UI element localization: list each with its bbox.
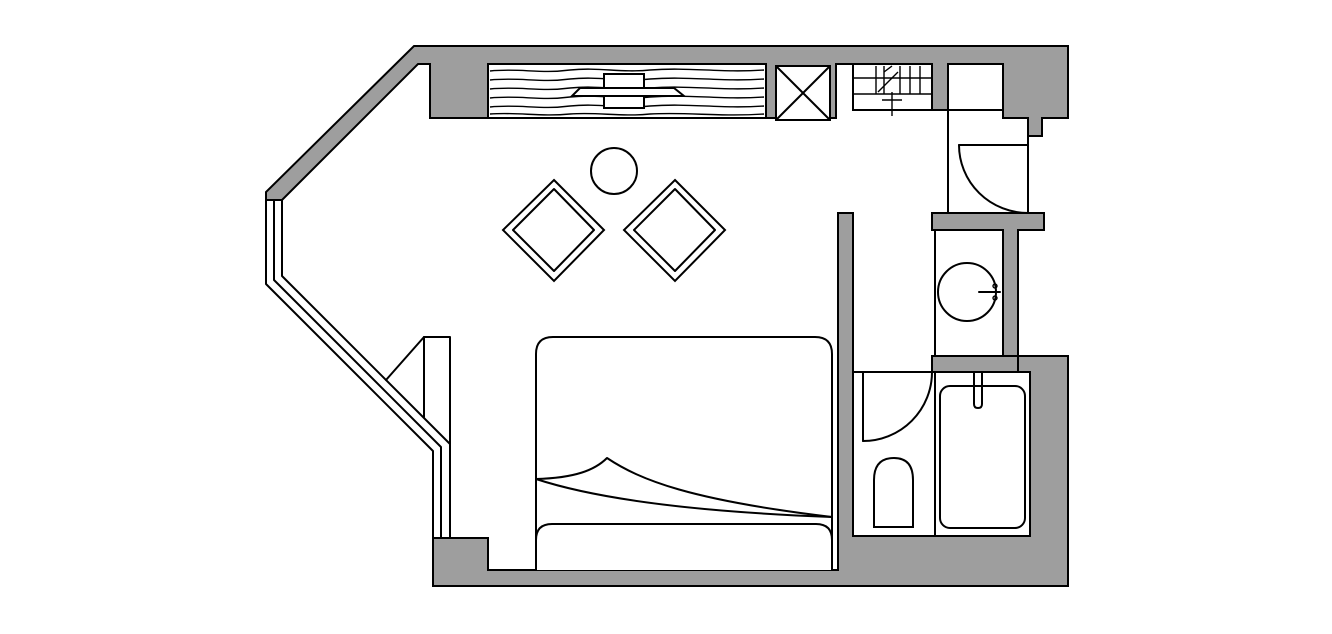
toilet <box>873 456 914 528</box>
minibar-cabinet <box>775 65 831 121</box>
armchair-right <box>622 178 727 283</box>
vanity-wall <box>931 355 1019 373</box>
vanity-sink <box>934 229 1004 357</box>
entry-door <box>958 144 1029 214</box>
top-wall <box>265 45 1069 201</box>
shoe-rack <box>852 63 933 116</box>
armchair-left <box>501 178 606 283</box>
side-table <box>590 147 638 195</box>
tv-console <box>569 73 687 109</box>
bathtub <box>939 371 1026 529</box>
window-band <box>265 199 451 539</box>
bed <box>535 336 833 571</box>
bathroom-door <box>862 371 933 442</box>
